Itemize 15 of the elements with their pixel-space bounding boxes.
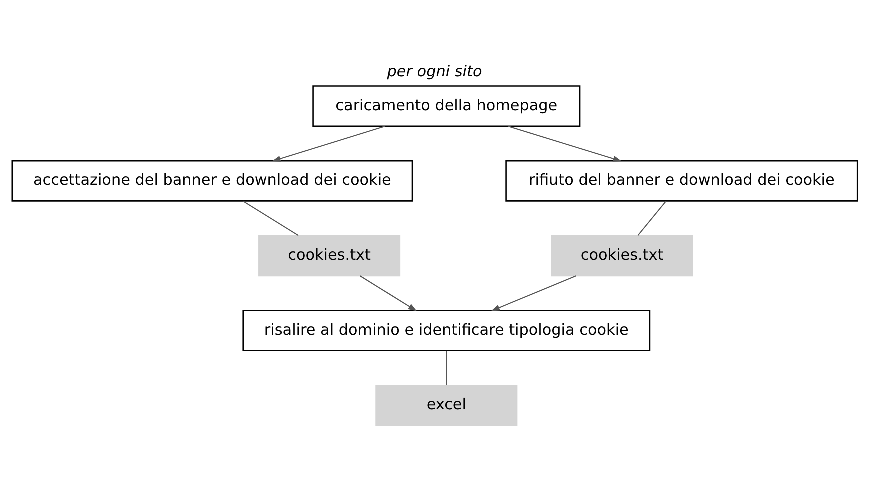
connector (446, 350, 448, 385)
node-box: accettazione del banner e download dei cookie (12, 160, 414, 202)
diagram-title: per ogni sito (387, 62, 482, 80)
arrow (272, 125, 386, 162)
connector (638, 200, 667, 236)
node-box: caricamento della homepage (312, 85, 581, 127)
node-box: excel (376, 384, 518, 426)
node-box: rifiuto del banner e download dei cookie (506, 160, 858, 202)
arrow (508, 125, 622, 162)
node-box: risalire al dominio e identificare tipologia cookie (242, 310, 651, 351)
node-box: cookies.txt (258, 234, 401, 276)
arrow (491, 275, 576, 311)
arrow (360, 275, 418, 311)
node-box: cookies.txt (551, 234, 694, 276)
connector (242, 200, 299, 236)
